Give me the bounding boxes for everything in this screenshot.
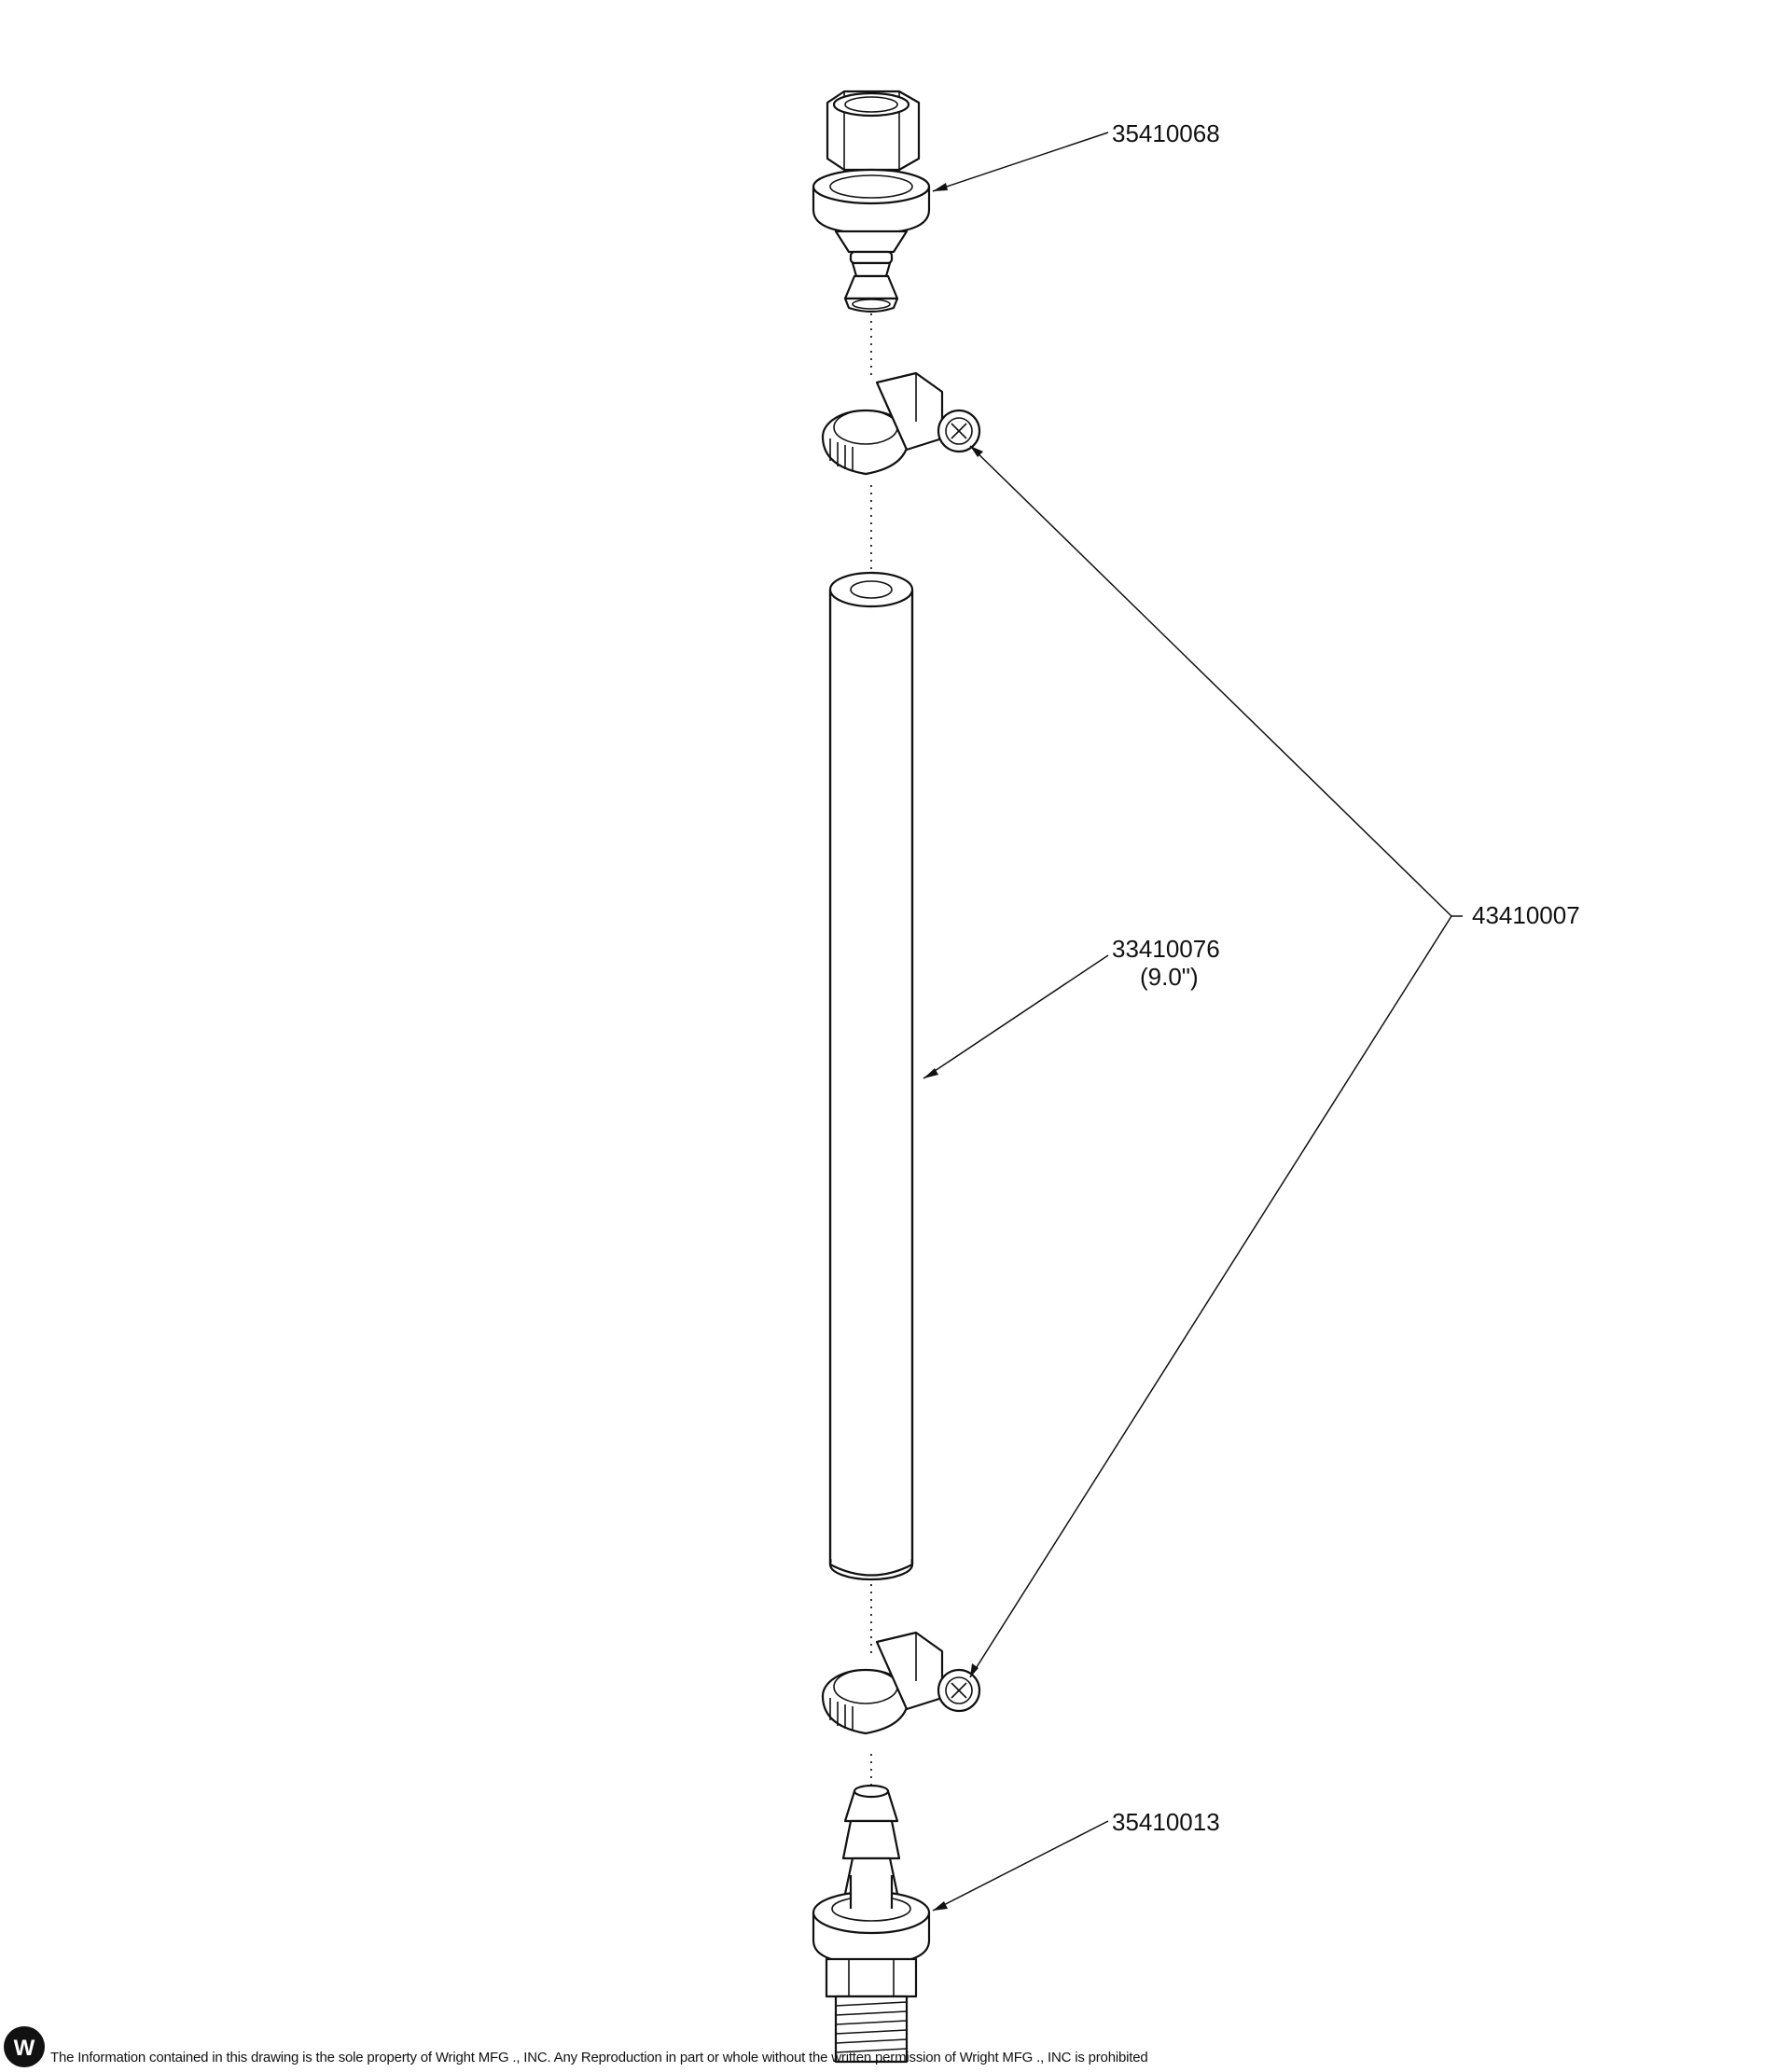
logo-letter: W: [14, 2036, 35, 2061]
callout-hose-length: (9.0"): [1140, 963, 1199, 991]
copyright-notice: The Information contained in this drawin…: [50, 2050, 1148, 2065]
leader-lines: [923, 132, 1463, 1912]
wright-logo: W: [4, 2026, 45, 2067]
callout-33410076: 33410076: [1112, 935, 1220, 963]
callout-35410013: 35410013: [1112, 1808, 1220, 1836]
top-hose-clamp: [821, 371, 981, 476]
top-fitting: [812, 90, 931, 313]
callout-35410068: 35410068: [1112, 119, 1220, 147]
hose: [828, 571, 914, 1581]
bottom-hose-clamp: [821, 1631, 981, 1735]
callout-43410007: 43410007: [1472, 901, 1580, 929]
bottom-fitting: [812, 1784, 931, 2064]
